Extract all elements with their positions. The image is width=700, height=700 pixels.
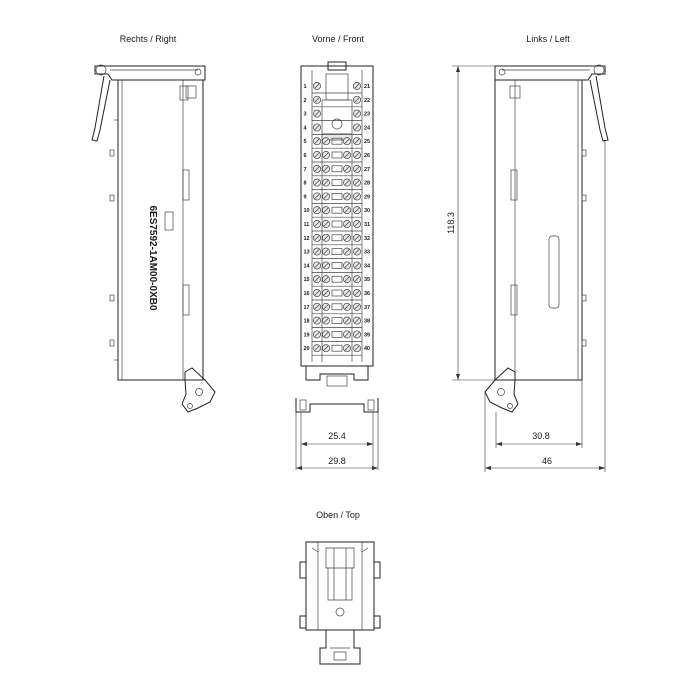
terminal-row: 6 26 [304, 151, 370, 163]
terminal-number-right: 23 [364, 112, 370, 118]
view-title-left: Links / Left [526, 34, 570, 44]
dim-left-inner-depth: 30.8 [532, 431, 550, 441]
view-title-front: Vorne / Front [312, 34, 365, 44]
terminal-number-left: 4 [304, 125, 308, 131]
terminal-number-left: 18 [304, 319, 310, 325]
terminal-row: 13 33 [304, 247, 370, 259]
right-side-view: 6ES7592-1AM00-0XB0 [91, 64, 216, 413]
terminal-row: 9 29 [304, 192, 370, 204]
terminal-number-left: 10 [304, 208, 310, 214]
terminal-number-right: 28 [364, 181, 370, 187]
terminal-number-left: 15 [304, 277, 310, 283]
terminal-number-left: 12 [304, 236, 310, 242]
terminal-number-right: 40 [364, 346, 370, 352]
terminal-number-right: 21 [364, 84, 370, 90]
terminal-number-left: 9 [304, 194, 307, 200]
terminal-number-left: 2 [304, 98, 307, 104]
terminal-number-right: 34 [364, 263, 371, 269]
terminal-number-right: 29 [364, 194, 370, 200]
dim-front-outer-width: 29.8 [328, 456, 346, 466]
terminal-number-right: 33 [364, 250, 370, 256]
terminal-row: 11 31 [304, 220, 370, 232]
terminal-row: 3 23 [304, 109, 370, 121]
terminal-number-left: 13 [304, 250, 310, 256]
terminal-number-right: 22 [364, 98, 370, 104]
dim-front-inner-width: 25.4 [328, 431, 346, 441]
terminal-number-right: 26 [364, 153, 370, 159]
terminal-number-left: 5 [304, 139, 307, 145]
left-dimensions: 118.3 30.8 46 [446, 65, 606, 472]
terminal-row: 12 32 [304, 233, 370, 246]
view-title-top: Oben / Top [316, 510, 360, 520]
terminal-row: 5 25 [304, 137, 370, 149]
terminal-row: 10 30 [304, 206, 370, 218]
terminal-number-left: 6 [304, 153, 307, 159]
terminal-number-left: 3 [304, 112, 307, 118]
terminal-number-left: 20 [304, 346, 310, 352]
terminal-number-left: 8 [304, 181, 307, 187]
top-view [299, 541, 381, 665]
front-view-body [300, 65, 374, 367]
terminal-number-right: 38 [364, 319, 370, 325]
left-view-body [494, 79, 583, 381]
terminal-number-left: 14 [304, 263, 311, 269]
terminal-number-left: 17 [304, 305, 310, 311]
terminal-number-right: 36 [364, 291, 370, 297]
terminal-number-right: 25 [364, 139, 370, 145]
part-number-label: 6ES7592-1AM00-0XB0 [147, 205, 158, 310]
terminal-number-right: 27 [364, 167, 370, 173]
terminal-row: 4 24 [304, 123, 371, 135]
terminal-number-right: 31 [364, 222, 370, 228]
terminal-number-left: 19 [304, 332, 310, 338]
terminal-row: 7 27 [304, 164, 370, 177]
terminal-number-left: 7 [304, 167, 307, 173]
view-title-right: Rechts / Right [120, 34, 177, 44]
terminal-row: 14 34 [304, 261, 371, 273]
left-side-view [484, 64, 609, 413]
terminal-number-right: 35 [364, 277, 370, 283]
terminal-number-right: 37 [364, 305, 370, 311]
terminal-number-right: 39 [364, 332, 370, 338]
terminal-number-right: 30 [364, 208, 370, 214]
terminal-number-left: 11 [304, 222, 310, 228]
terminal-number-left: 16 [304, 291, 310, 297]
terminal-number-left: 1 [304, 84, 307, 90]
terminal-row: 8 28 [304, 178, 370, 190]
front-dimensions: 25.4 29.8 [295, 412, 379, 470]
terminal-number-right: 24 [364, 125, 371, 131]
terminal-number-right: 32 [364, 236, 370, 242]
dim-left-depth: 46 [542, 456, 552, 466]
dim-height: 118.3 [446, 212, 456, 234]
terminal-row: 1 21 [304, 82, 370, 94]
right-view-body [117, 79, 204, 381]
